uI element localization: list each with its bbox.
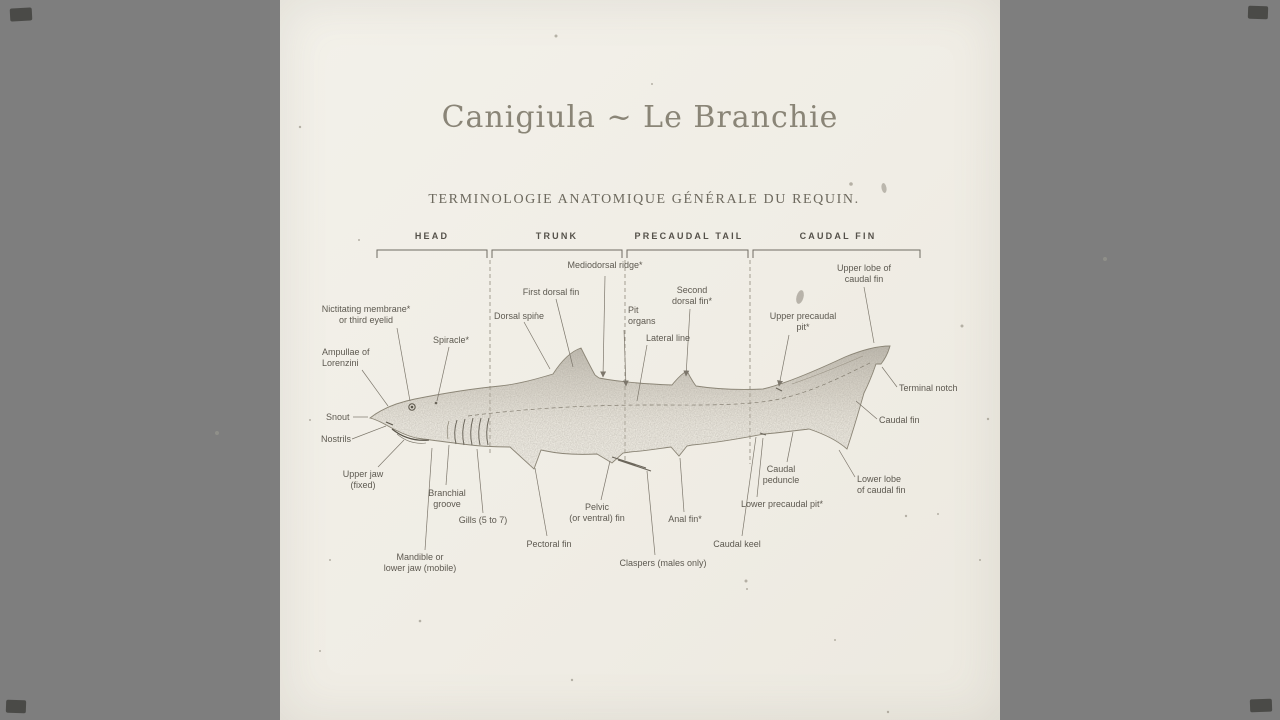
shark-eye <box>408 403 416 411</box>
label-caudal-keel: Caudal keel <box>713 539 761 549</box>
section-caudal-fin: CAUDAL FIN <box>799 231 877 241</box>
label-upper-precaudal-pit: Upper precaudal pit* <box>769 311 837 333</box>
label-dorsal-spine: Dorsal spine <box>493 311 545 321</box>
page-subtitle: TERMINOLOGIE ANATOMIQUE GÉNÉRALE DU REQU… <box>428 192 860 207</box>
label-pelvic-fin: Pelvic (or ventral) fin <box>569 502 625 524</box>
shark-lateral-line <box>467 361 873 417</box>
bar-speck <box>215 431 219 435</box>
shark-caudal-fold <box>791 355 864 385</box>
label-lateral-line: Lateral line <box>646 333 691 343</box>
label-lower-precaudal-pit: Lower precaudal pit* <box>741 499 824 509</box>
paper-speckles <box>298 34 990 714</box>
label-anal-fin: Anal fin* <box>668 514 702 524</box>
label-caudal-peduncle: Caudal peduncle <box>762 464 800 486</box>
label-caudal-fin: Caudal fin <box>879 415 920 425</box>
shark-claspers <box>611 456 652 472</box>
page-title: Canigiula ~ Le Branchie <box>441 100 839 135</box>
label-second-dorsal-fin: Second dorsal fin* <box>671 285 713 307</box>
section-brackets <box>376 249 921 258</box>
label-branchial-groove: Branchial groove <box>428 488 466 510</box>
label-ampullae-of-lorenzini: Ampullae of Lorenzini <box>322 347 370 369</box>
section-head: HEAD <box>414 231 450 241</box>
label-spiracle: Spiracle* <box>432 335 470 345</box>
shark-gill-slits <box>454 417 490 446</box>
label-snout: Snout <box>326 412 350 422</box>
label-upper-jaw: Upper jaw (fixed) <box>342 469 384 491</box>
label-pit-organs: Pit organs <box>628 305 656 327</box>
label-mandible: Mandible or lower jaw (mobile) <box>383 552 457 574</box>
bar-speck <box>1103 257 1107 261</box>
shark-nostril <box>385 421 394 426</box>
label-gills: Gills (5 to 7) <box>458 515 508 525</box>
label-first-dorsal-fin: First dorsal fin <box>522 287 580 297</box>
shark-eye-pupil <box>410 405 414 409</box>
leader-lines <box>351 275 898 556</box>
shark-mouth <box>391 428 430 441</box>
label-nictitating-membrane: Nictitating membrane* or third eyelid <box>321 304 411 326</box>
shark-precaudal-pits <box>759 387 783 436</box>
label-pectoral-fin: Pectoral fin <box>526 539 572 549</box>
label-lower-lobe-of-caudal-fin: Lower lobe of caudal fin <box>857 474 906 496</box>
shark-jaw-line <box>396 433 427 444</box>
label-nostrils: Nostrils <box>321 434 352 444</box>
label-mediodorsal-ridge: Mediodorsal ridge* <box>567 260 643 270</box>
label-terminal-notch: Terminal notch <box>899 383 958 393</box>
section-precaudal-tail: PRECAUDAL TAIL <box>634 231 744 241</box>
section-trunk: TRUNK <box>535 231 579 241</box>
shark-illustration <box>369 345 891 472</box>
shark-branchial-groove <box>446 420 450 440</box>
label-claspers: Claspers (males only) <box>619 558 707 568</box>
label-upper-lobe-of-caudal-fin: Upper lobe of caudal fin <box>836 263 892 285</box>
shark-spiracle <box>434 401 438 405</box>
